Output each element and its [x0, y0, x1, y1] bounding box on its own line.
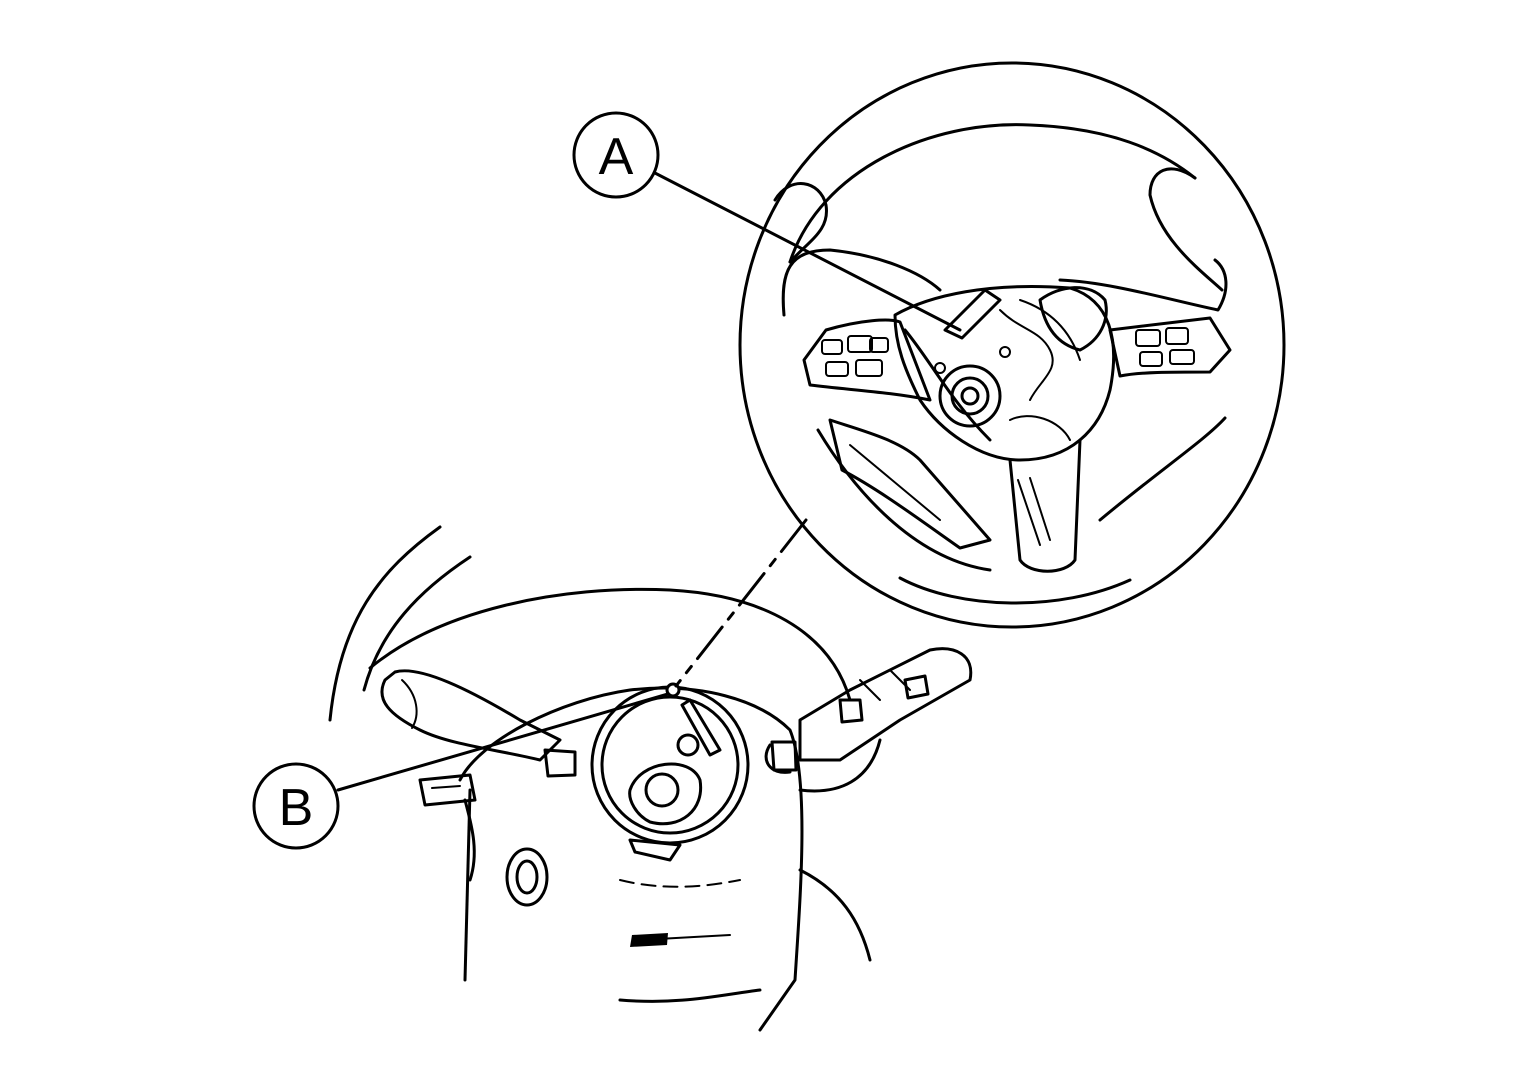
- callout-b-circle: [252, 762, 340, 850]
- callout-a-leader: [651, 170, 962, 332]
- wheel-hub-housing: [893, 285, 1116, 462]
- right-switch-4: [1169, 349, 1195, 365]
- harness-wire-2: [1019, 299, 1081, 361]
- left-switch-4: [855, 359, 883, 377]
- right-switch-3: [1139, 351, 1163, 367]
- wheel-inner-lower-left: [816, 428, 992, 572]
- ghost-rim-arc-inner: [362, 555, 472, 692]
- left-switch-3: [825, 361, 849, 377]
- shroud-dash-line-1: [619, 879, 741, 888]
- harness-wire-1: [999, 309, 1054, 401]
- ignition-grommet: [505, 847, 549, 907]
- callout-b-label: B: [279, 779, 314, 837]
- steering-shaft-center: [644, 772, 680, 808]
- wheel-grip-left: [773, 182, 828, 264]
- wheel-grip-right: [1148, 167, 1224, 292]
- left-lever-switch-line: [431, 785, 461, 789]
- harness-wire-3: [1009, 415, 1071, 441]
- lower-spoke-slot-2: [1029, 477, 1051, 541]
- left-switch-2: [847, 335, 873, 353]
- left-lever-switch: [418, 773, 477, 807]
- wheel-inner-left-upper: [781, 248, 942, 317]
- lower-spoke: [1008, 438, 1082, 573]
- harness-connector-a: [943, 288, 1002, 340]
- column-cover-bottom: [618, 988, 762, 1003]
- ghost-rim-arc-outer: [328, 525, 442, 722]
- steering-shaft-boss: [628, 762, 703, 826]
- left-combination-lever: [380, 669, 562, 762]
- wheel-center-boss-inner: [950, 376, 990, 416]
- right-switch-1: [1135, 329, 1161, 347]
- hub-screw-1: [999, 346, 1011, 358]
- ghost-rim-arc-top: [368, 587, 852, 702]
- right-combination-lever: [798, 647, 973, 762]
- callout-b-leader: [336, 692, 670, 792]
- hub-screw-2: [934, 362, 946, 374]
- lower-spoke-slot: [1017, 479, 1041, 546]
- left-lever-knob-line: [401, 679, 418, 729]
- right-lever-base: [798, 738, 882, 793]
- wheel-inner-right-upper: [1058, 258, 1228, 312]
- left-switch-5: [869, 337, 889, 353]
- shroud-tab-right: [770, 740, 798, 772]
- hub-inner-edge-left: [903, 328, 992, 442]
- spiral-cable-ring: [600, 695, 740, 835]
- left-switch-pad: [802, 318, 932, 402]
- ignition-grommet-inner: [515, 859, 539, 895]
- wheel-inner-lower-right: [1098, 416, 1227, 522]
- steering-wheel: [738, 61, 1286, 629]
- column-cover-right: [798, 868, 872, 962]
- callout-a-label: A: [599, 128, 634, 186]
- right-switch-pad: [1108, 316, 1232, 378]
- left-lever-stalk-lower: [463, 798, 476, 882]
- wheel-outer-rim: [738, 61, 1286, 629]
- right-lever-line-1: [859, 679, 881, 701]
- alignment-dash-dot-line: [674, 518, 808, 688]
- left-switch-1: [821, 339, 843, 355]
- wheel-center-boss: [938, 364, 1002, 428]
- right-lever-switch-1: [838, 698, 864, 724]
- shroud-label-mark: [630, 933, 668, 947]
- lower-left-trim: [828, 418, 992, 550]
- wheel-bottom-inner: [898, 576, 1132, 605]
- shroud-tab-left: [543, 748, 577, 778]
- harness-clip: [1038, 286, 1108, 352]
- right-switch-2: [1165, 327, 1189, 345]
- callout-b: B: [252, 762, 340, 850]
- wheel-inner-top-arc: [788, 123, 1197, 264]
- steering-column: [328, 525, 973, 1032]
- spiral-cable-connector: [680, 698, 722, 757]
- spiral-cable-tab: [628, 838, 682, 862]
- spiral-cable-pin: [676, 733, 700, 757]
- callout-a: A: [572, 111, 660, 199]
- right-lever-mount: [764, 743, 792, 774]
- right-lever-switch-2: [903, 674, 930, 700]
- wheel-center-bolt-hole: [960, 386, 980, 406]
- callout-a-circle: [572, 111, 660, 199]
- lower-left-trim-line: [849, 444, 941, 521]
